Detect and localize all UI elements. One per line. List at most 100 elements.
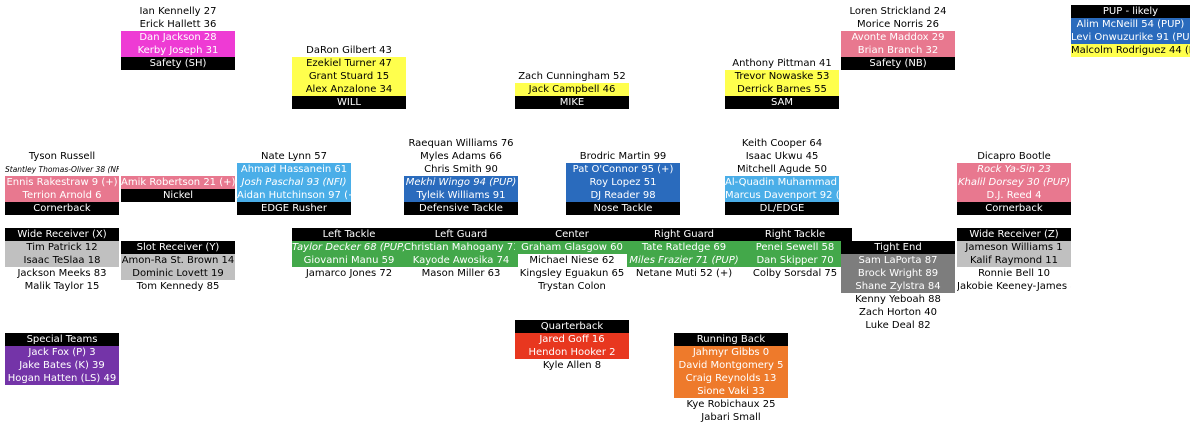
player-row: D.J. Reed 4 <box>957 189 1071 202</box>
player-row: Brian Branch 32 <box>841 44 955 57</box>
player-row: Kerby Joseph 31 <box>121 44 235 57</box>
player-row: Alex Anzalone 34 <box>292 83 406 96</box>
position-header: SAM <box>725 96 839 109</box>
player-row: Rock Ya-Sin 23 <box>957 163 1071 176</box>
player-row: Jake Bates (K) 39 <box>5 359 119 372</box>
position-header: PUP - likely <box>1071 5 1190 18</box>
player-row: Jared Goff 16 <box>515 333 629 346</box>
player-row: Zach Cunningham 52 <box>518 71 626 82</box>
player-row: Erick Hallett 36 <box>139 19 217 30</box>
player-row: Jack Campbell 46 <box>515 83 629 96</box>
player-row: Christian Mahogany 73 <box>404 241 518 254</box>
player-row: Dicapro Bootle <box>977 151 1051 162</box>
player-row: Anthony Pittman 41 <box>732 58 832 69</box>
player-row: Grant Stuard 15 <box>292 70 406 83</box>
group-nickel: Amik Robertson 21 (+)Nickel <box>121 176 235 202</box>
player-row: Kyle Allen 8 <box>542 360 602 371</box>
player-row: Sam LaPorta 87 <box>841 254 955 267</box>
player-row: Chris Smith 90 <box>424 164 498 175</box>
player-row: Aidan Hutchinson 97 (+) <box>237 189 351 202</box>
group-dt: Raequan Williams 76 Myles Adams 66 Chris S… <box>404 137 518 215</box>
player-row: DJ Reader 98 <box>566 189 680 202</box>
player-row: Derrick Barnes 55 <box>725 83 839 96</box>
player-row: Malik Taylor 15 <box>24 281 100 292</box>
position-header: Nose Tackle <box>566 202 680 215</box>
player-row: Stantley Thomas-Oliver 38 (NFI) <box>5 165 119 174</box>
player-row: Luke Deal 82 <box>865 320 931 331</box>
player-row: Mason Miller 63 <box>421 268 501 279</box>
player-row: DaRon Gilbert 43 <box>306 45 392 56</box>
player-row: Michael Niese 62 <box>529 255 615 266</box>
position-header: Left Tackle <box>292 228 406 241</box>
position-header: Cornerback <box>957 202 1071 215</box>
player-row: Ezekiel Turner 47 <box>292 57 406 70</box>
position-header: Nickel <box>121 189 235 202</box>
position-header: Safety (NB) <box>841 57 955 70</box>
player-row: Craig Reynolds 13 <box>674 372 788 385</box>
player-row: Hogan Hatten (LS) 49 <box>5 372 119 385</box>
player-row: Al-Quadin Muhammad 96 <box>725 176 839 189</box>
player-row: Taylor Decker 68 (PUP) <box>292 241 406 254</box>
player-row: Trevor Nowaske 53 <box>725 70 839 83</box>
player-row: Alim McNeill 54 (PUP) <box>1071 18 1190 31</box>
position-header: DL/EDGE <box>725 202 839 215</box>
player-row: Colby Sorsdal 75 <box>752 268 838 279</box>
player-row: Josh Paschal 93 (NFI) <box>237 176 351 189</box>
position-header: Running Back <box>674 333 788 346</box>
player-row: Sione Vaki 33 <box>674 385 788 398</box>
player-row: Khalil Dorsey 30 (PUP) <box>957 176 1071 189</box>
player-row: Jack Fox (P) 3 <box>5 346 119 359</box>
player-row: Tom Kennedy 85 <box>136 281 220 292</box>
position-header: Cornerback <box>5 202 119 215</box>
player-row: Brock Wright 89 <box>841 267 955 280</box>
player-row: Tim Patrick 12 <box>5 241 119 254</box>
player-row: Isaac TeSlaa 18 <box>5 254 119 267</box>
player-row: Jahmyr Gibbs 0 <box>674 346 788 359</box>
player-row: Mekhi Wingo 94 (PUP) <box>404 176 518 189</box>
position-header: Right Guard <box>627 228 741 241</box>
position-header: Slot Receiver (Y) <box>121 241 235 254</box>
player-row: Terrion Arnold 6 <box>5 189 119 202</box>
player-row: Netane Muti 52 (+) <box>635 268 733 279</box>
player-row: Ronnie Bell 10 <box>978 268 1050 279</box>
player-row: Myles Adams 66 <box>420 151 502 162</box>
player-row: Miles Frazier 71 (PUP) <box>627 254 741 267</box>
player-row: Kalif Raymond 11 <box>957 254 1071 267</box>
player-row: Graham Glasgow 60 <box>515 241 629 254</box>
player-row: Zach Horton 40 <box>858 307 938 318</box>
player-row: Ennis Rakestraw 9 (+) <box>5 176 119 189</box>
player-row: Jamarco Jones 72 <box>305 268 393 279</box>
player-row: Jabari Small <box>701 412 761 423</box>
player-row: Tyson Russell <box>28 151 96 162</box>
player-row: Levi Onwuzurike 91 (PUP) <box>1071 31 1190 44</box>
player-row: Tyleik Williams 91 <box>404 189 518 202</box>
player-row: Jackson Meeks 83 <box>17 268 107 279</box>
position-header: Center <box>515 228 629 241</box>
player-row: David Montgomery 5 <box>674 359 788 372</box>
position-header: Defensive Tackle <box>404 202 518 215</box>
player-row: Raequan Williams 76 <box>408 138 514 149</box>
player-row: Dominic Lovett 19 <box>121 267 235 280</box>
player-row: Loren Strickland 24 <box>849 6 947 17</box>
player-row: Amon-Ra St. Brown 14 <box>121 254 235 267</box>
player-row: Giovanni Manu 59 <box>292 254 406 267</box>
player-row: Kye Robichaux 25 <box>686 399 776 410</box>
position-header: Quarterback <box>515 320 629 333</box>
